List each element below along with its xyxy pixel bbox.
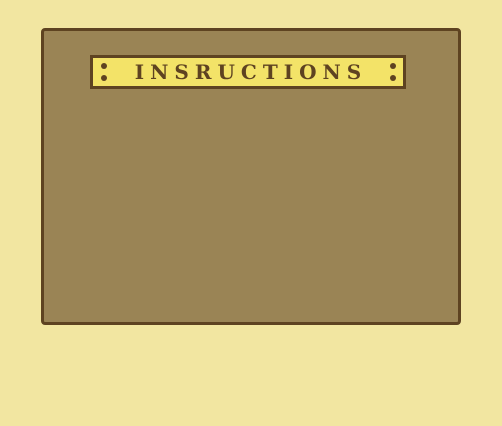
instructions-panel: INSRUCTIONS	[41, 28, 461, 325]
rivet-icon	[101, 75, 107, 81]
instructions-title-plaque: INSRUCTIONS	[90, 55, 406, 89]
rivet-icon	[390, 63, 396, 69]
rivet-icon	[101, 63, 107, 69]
instructions-title: INSRUCTIONS	[134, 60, 368, 84]
rivet-icon	[390, 75, 396, 81]
